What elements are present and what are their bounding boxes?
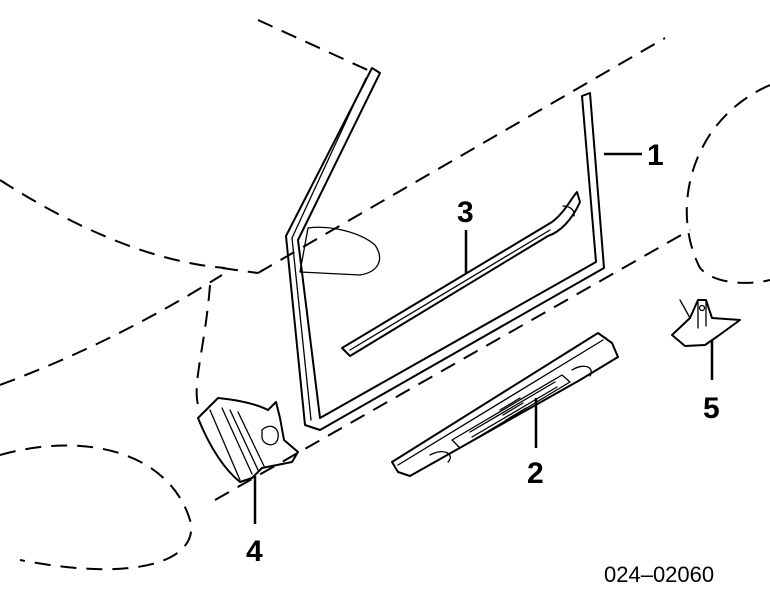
door-weatherstrip [285, 67, 605, 431]
molding-line [349, 229, 551, 351]
weatherstrip-inner-edge [291, 77, 367, 421]
callout-3: 3 [457, 196, 474, 229]
vehicle-body-outline [0, 19, 770, 571]
front-wheel-arch [685, 84, 770, 284]
trim-panel-face [209, 409, 241, 481]
sill-plate-ribs-2 [471, 386, 558, 438]
rocker-line [214, 229, 691, 501]
trim-panel-clip [261, 425, 279, 446]
rear-bumper-curve [0, 444, 193, 571]
weatherstrip-outer [285, 67, 605, 431]
sill-plate-end-right [571, 365, 592, 377]
sill-plate-end-left [429, 451, 451, 463]
sill-plate-inset [451, 374, 571, 449]
trim-panel-ribs-3 [237, 411, 265, 467]
callout-1: 1 [647, 139, 664, 172]
rear-wheel-arch [195, 284, 211, 411]
pillar-tip [221, 267, 259, 274]
belt-line [257, 37, 666, 274]
clip-tab [679, 299, 691, 319]
clip-body [671, 299, 741, 347]
diagram-part-number: 024–02060 [604, 562, 714, 587]
sill-plate-top-edge [397, 339, 604, 466]
sill-plate [391, 332, 619, 477]
callout-5: 5 [703, 392, 720, 425]
callout-4: 4 [246, 535, 263, 568]
roof-line [257, 19, 373, 73]
door-molding [341, 191, 581, 357]
trim-panel-ribs-1 [221, 407, 253, 475]
rear-trim-panel [197, 397, 299, 483]
callout-2: 2 [527, 457, 544, 490]
clip-hole [698, 304, 706, 312]
lower-body-line [0, 274, 223, 386]
trim-panel-outer [197, 397, 299, 483]
leader-lines [253, 152, 714, 524]
clip-post [697, 299, 707, 329]
trim-panel-ribs-2 [229, 409, 259, 471]
molding-tip [562, 205, 575, 217]
sill-plate-ribs-1 [469, 381, 556, 433]
rear-fender-arc [0, 179, 226, 269]
sill-plate-bottom-edge [409, 379, 581, 477]
sill-plate-outer [391, 332, 619, 477]
sill-plate-ribs-3 [499, 397, 527, 421]
mounting-clip [671, 299, 741, 347]
molding-body [341, 191, 581, 357]
side-mirror [299, 226, 381, 276]
